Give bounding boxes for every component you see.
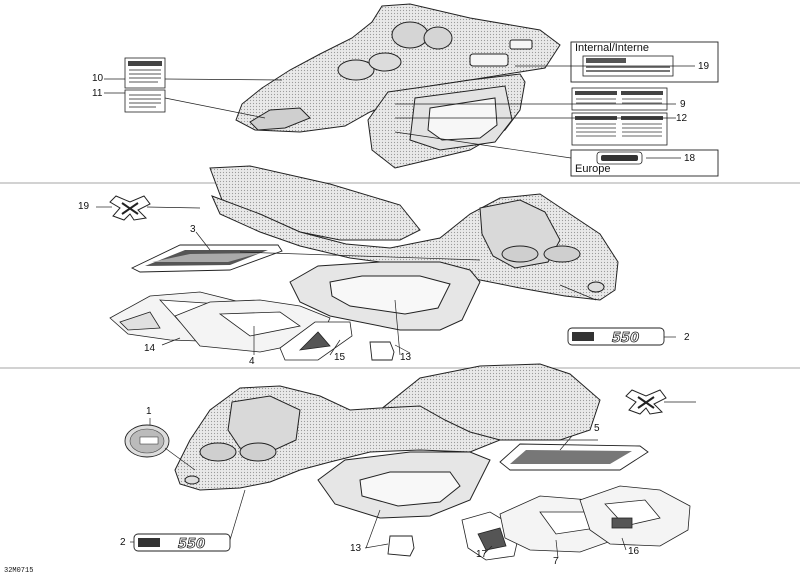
callout-11: 13 [400,352,412,363]
decal-2-upper: 550 [567,327,665,346]
callout-13: 14 [144,343,156,354]
decal-14 [279,321,353,361]
leader-lines-middle [96,206,676,356]
decal-4 [174,299,331,353]
decal-9 [124,89,166,113]
callout-2-upper: 2 [684,332,690,343]
callout-3: 3 [190,224,196,235]
figure-id: 32M0715 [4,567,34,575]
callout-7: 9 [680,99,686,110]
decal-2-lower: 550 [133,533,231,552]
decal-12-small [387,535,415,557]
callout-5: 5 [594,423,600,434]
callout-16: 17 [476,549,488,560]
rear-fender-assembly [209,165,619,331]
decal-5-brand [499,443,649,471]
callout-6: 7 [553,556,559,567]
decal-3-brand [130,244,283,273]
model-badge-text-lower: 550 [178,537,205,552]
europe-reference-title: Europe [575,163,611,175]
callout-19-upper: 19 [78,201,90,212]
decal-7 [571,87,668,111]
decal-8 [124,57,166,89]
decal-1-emblem [124,424,170,458]
leader-lines-bottom [130,401,696,559]
callout-14: 15 [334,352,346,363]
callout-1: 1 [146,406,152,417]
callout-2-lower: 2 [120,537,126,548]
callout-8: 10 [92,73,104,84]
callout-12: 13 [350,543,362,554]
callout-17: 18 [684,153,696,164]
front-assembly-lower [174,363,601,519]
front-fender-assembly [235,3,561,169]
model-badge-text-upper: 550 [612,331,639,346]
callout-4: 4 [249,356,255,367]
callout-9: 11 [92,88,103,99]
decal-19-upper [109,195,151,221]
decal-19-lower [625,389,667,415]
callout-10: 12 [676,113,688,124]
decal-15 [579,485,691,547]
callout-15: 16 [628,546,640,557]
europe-reference-box [570,149,719,177]
internal-reference-title: Internal/Interne [575,42,649,54]
leader-lines-top [104,65,695,159]
decal-11-small [369,341,395,361]
callout-18: 19 [698,61,710,72]
